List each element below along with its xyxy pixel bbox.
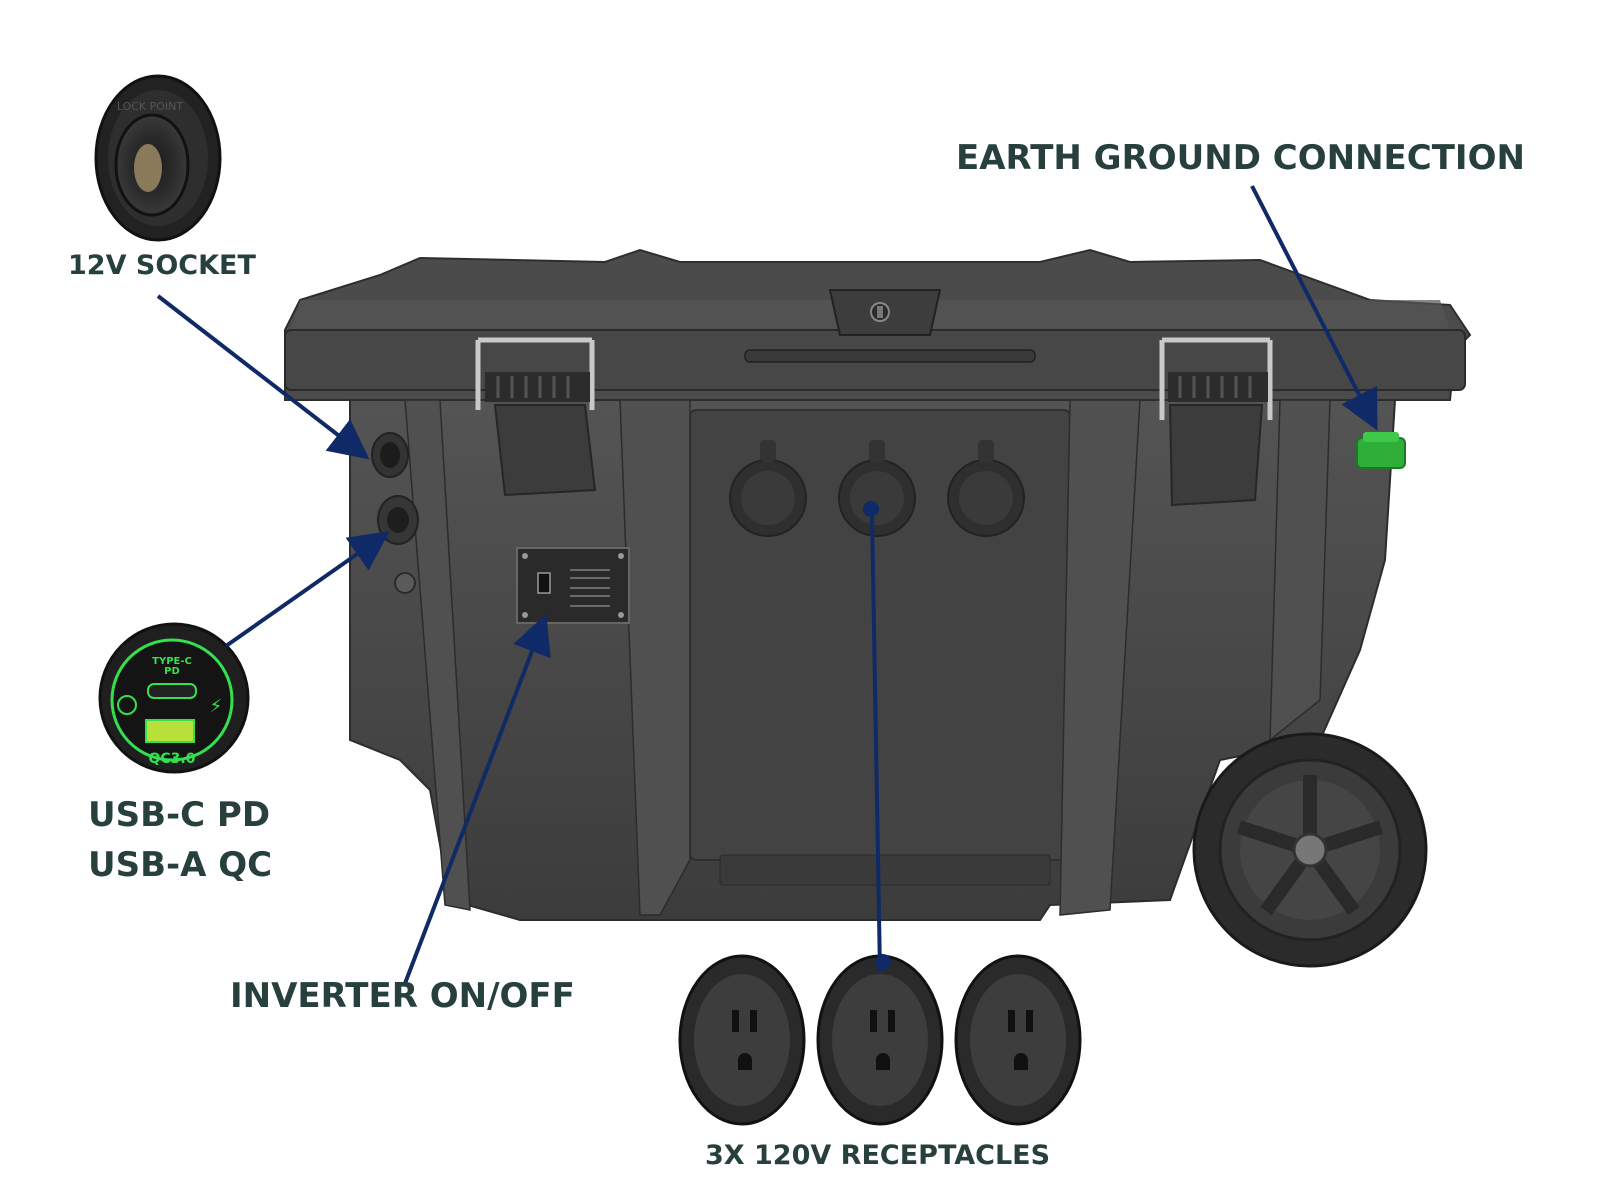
arrow-inverter [402,613,551,987]
socket-ring-text: LOCK POINT [117,100,184,113]
callout-usb-line2: USB-A QC [88,845,273,885]
12v-socket-icon: LOCK POINT [94,74,222,242]
callout-usb: USB-C PD USB-A QC [88,790,272,890]
callout-12v-socket: 12V SOCKET [68,250,256,281]
callout-inverter: INVERTER ON/OFF [230,976,575,1016]
outlet-icon [678,954,806,1126]
callout-usb-line1: USB-C PD [88,795,271,835]
usb-type-c-label: TYPE-C [152,656,192,667]
12v-socket-icon [371,432,409,478]
outlet-icon [947,440,1025,537]
arrow-12v-socket [156,294,370,460]
receptacle-arrow-dot [863,501,879,517]
callout-receptacles: 3X 120V RECEPTACLES [705,1140,1051,1171]
arrow-earth-ground [1250,185,1378,431]
outlet-icon [816,954,944,1126]
callout-arrows [156,185,1378,987]
outlet-icon [954,954,1082,1126]
ground-terminal-icon [1356,432,1406,469]
usb-pd-label: PD [164,666,180,677]
arrow-receptacles [870,513,882,973]
usb-port-icon [377,495,419,545]
callout-earth-ground: EARTH GROUND CONNECTION [956,138,1525,178]
latch-icon [475,337,597,497]
latch-icon [1159,337,1273,507]
lock-icon [828,289,942,336]
outlet-icon [838,440,916,537]
receptacle-arrow-dot [875,954,891,970]
wheel-icon [1192,732,1428,968]
usb-qc-label: QC3.0 [149,751,196,767]
outlet-icon [729,440,807,537]
arrow-usb [224,531,390,648]
usb-port-icon: TYPE-C PD ⚡ QC3.0 [98,622,250,774]
svg-text:⚡: ⚡ [210,696,223,717]
inverter-switch-panel[interactable] [516,547,630,624]
